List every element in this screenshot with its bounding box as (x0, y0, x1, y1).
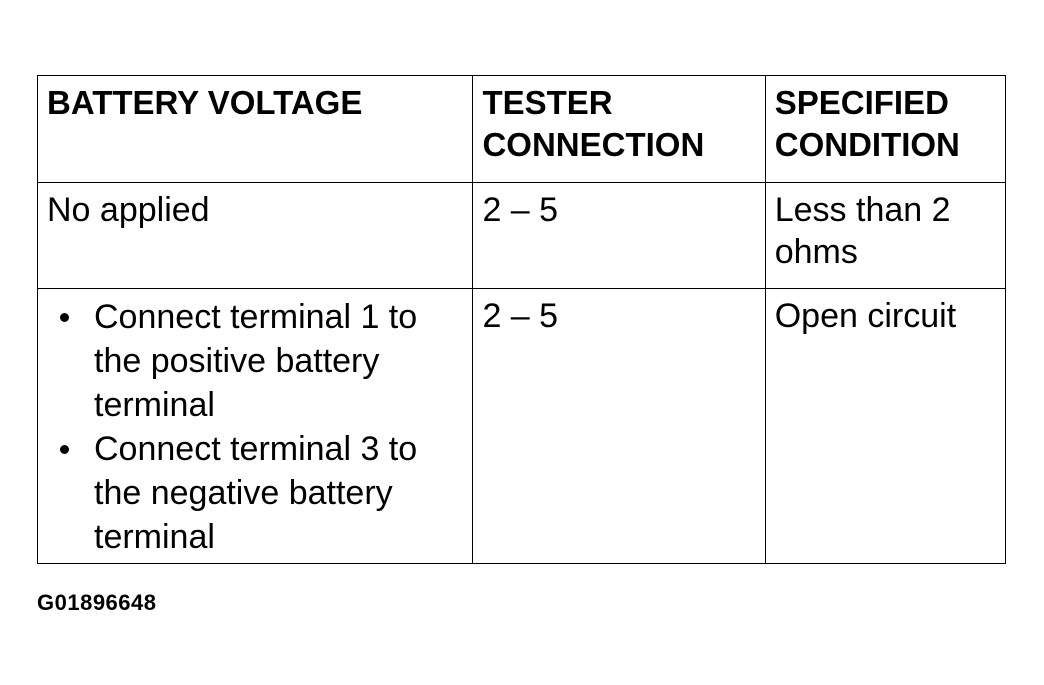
table-row: Connect terminal 1 to the positive batte… (36, 288, 1007, 564)
step-text: Connect terminal 1 to the positive batte… (94, 298, 418, 424)
spec-table: BATTERY VOLTAGE TESTER CONNECTION SPECIF… (36, 75, 1007, 564)
cell-battery-voltage: Connect terminal 1 to the positive batte… (36, 288, 474, 564)
cell-tester-connection: 2 – 5 (472, 288, 766, 564)
cell-specified-condition: Less than 2 ohms (764, 182, 1007, 289)
header-tester-connection: TESTER CONNECTION (472, 75, 766, 183)
table-header-row: BATTERY VOLTAGE TESTER CONNECTION SPECIF… (36, 75, 1007, 183)
figure-id: G01896648 (37, 590, 157, 615)
header-specified-condition: SPECIFIED CONDITION (764, 75, 1007, 183)
cell-specified-condition: Open circuit (764, 288, 1007, 564)
step-text: Connect terminal 3 to the negative batte… (94, 430, 418, 556)
cell-battery-voltage: No applied (36, 182, 474, 289)
list-item: Connect terminal 1 to the positive batte… (47, 295, 464, 427)
step-list: Connect terminal 1 to the positive batte… (47, 295, 464, 559)
cell-tester-connection: 2 – 5 (472, 182, 766, 289)
bullet-icon (60, 313, 69, 322)
list-item: Connect terminal 3 to the negative batte… (47, 427, 464, 559)
table-row: No applied 2 – 5 Less than 2 ohms (36, 182, 1007, 289)
bullet-icon (60, 445, 69, 454)
header-battery-voltage: BATTERY VOLTAGE (36, 75, 474, 183)
